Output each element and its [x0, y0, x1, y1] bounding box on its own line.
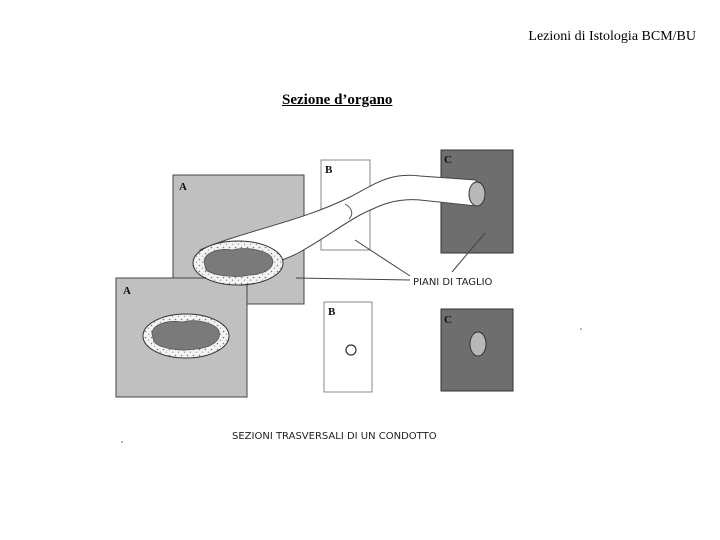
duct-end-upper: [469, 182, 485, 206]
duct-lumen-lower: [152, 321, 219, 350]
cutting-planes-label: PIANI DI TAGLIO: [413, 277, 493, 288]
leader-line-b: [355, 240, 410, 276]
stray-dot: [580, 328, 582, 330]
label-c-bottom: C: [444, 314, 452, 326]
duct-section-c-lower: [470, 332, 486, 356]
label-b-bottom: B: [328, 306, 336, 318]
label-b-top: B: [325, 164, 333, 176]
duct-lumen-upper: [204, 249, 273, 277]
label-c-top: C: [444, 154, 452, 166]
label-a-bottom: A: [123, 285, 131, 297]
duct-section-b-lower: [346, 345, 356, 355]
stray-dot: [121, 441, 123, 443]
leader-line-a: [296, 278, 410, 280]
label-a-top: A: [179, 181, 187, 193]
diagram-caption: SEZIONI TRASVERSALI DI UN CONDOTTO: [232, 431, 437, 442]
